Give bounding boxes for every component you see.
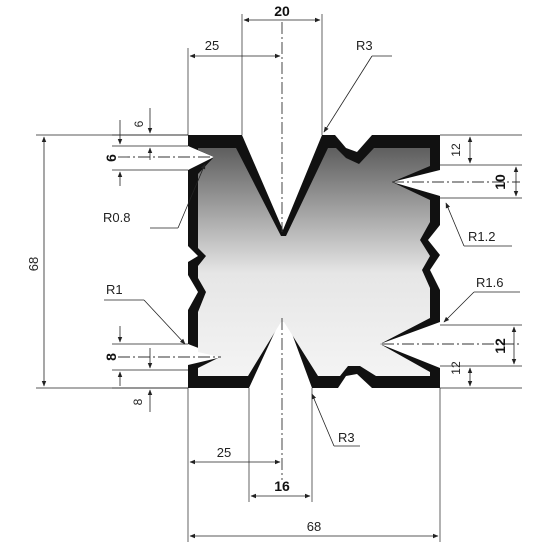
dim-right-lower-v-radius: R1.6	[443, 275, 520, 323]
dim-bottom-v-opening: 16	[248, 388, 313, 502]
dim-right-upper-v: 12 10	[440, 134, 522, 199]
dim-top-v-radius-label: R3	[356, 38, 373, 53]
die-face	[198, 148, 430, 376]
die-body	[188, 135, 440, 388]
dim-bottom-v-radius-label: R3	[338, 430, 355, 445]
dim-top-v-opening-label: 20	[274, 3, 290, 19]
dim-right-upper-v-radius: R1.2	[445, 202, 512, 247]
dim-bottom-v-offset-label: 25	[217, 445, 231, 460]
dim-left-v-depth-label: 6	[132, 120, 146, 127]
dim-bottom-v-offset: 25	[187, 388, 281, 542]
dim-left-lower-v-offset-label: 8	[131, 398, 145, 405]
dim-top-v-radius: R3	[323, 38, 392, 133]
dim-left-lower-v: 8 8	[103, 326, 188, 412]
dim-right-lower-v-opening-label: 12	[492, 338, 508, 354]
dim-top-v-opening: 20	[241, 3, 323, 135]
dim-left-upper-v-radius-label: R0.8	[103, 210, 130, 225]
dim-top-v-offset: 25	[187, 38, 281, 135]
dim-overall-width-label: 68	[307, 519, 321, 534]
dim-left-v-opening-label: 6	[103, 154, 119, 162]
dim-left-lower-v-radius-label: R1	[106, 282, 123, 297]
dim-right-lower-v-radius-label: R1.6	[476, 275, 503, 290]
dim-overall-height-label: 68	[26, 257, 41, 271]
dim-right-upper-v-radius-label: R1.2	[468, 229, 495, 244]
dim-right-upper-v-offset-label: 12	[449, 143, 463, 157]
dim-left-lower-v-radius: R1	[104, 282, 186, 345]
dim-right-upper-v-opening-label: 10	[492, 174, 508, 190]
dim-bottom-v-opening-label: 16	[274, 478, 290, 494]
dim-left-upper-v-radius: R0.8	[103, 163, 206, 229]
dim-overall-width: 68	[189, 388, 441, 542]
dim-top-v-offset-label: 25	[205, 38, 219, 53]
dim-overall-height: 68	[26, 134, 188, 389]
dim-left-upper-v: 6 6	[103, 108, 188, 186]
dim-bottom-v-radius: R3	[311, 393, 360, 447]
dim-left-lower-v-opening-label: 8	[103, 353, 119, 361]
dim-right-lower-v-offset-label: 12	[449, 361, 463, 375]
dim-right-lower-v: 12 12	[440, 324, 522, 389]
